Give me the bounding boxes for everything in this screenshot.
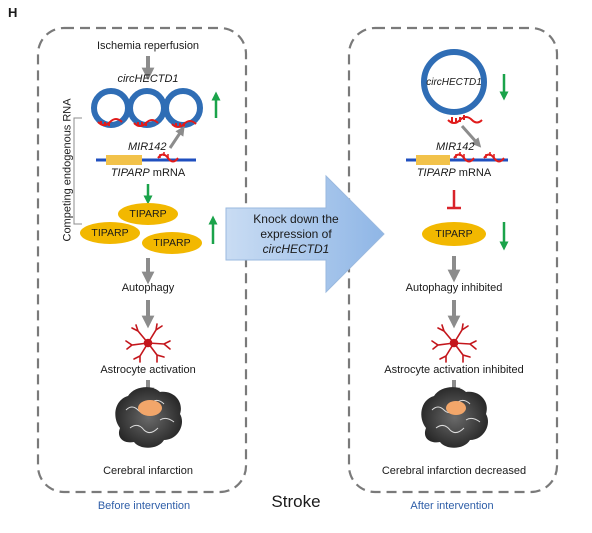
tiparp-mrna-label-right: TIPARP mRNA bbox=[417, 167, 491, 180]
astrocyte-icon-left bbox=[125, 323, 171, 363]
arrow-mir-to-mrna bbox=[460, 125, 482, 148]
astrocyte-activation-inhibited-label: Astrocyte activation inhibited bbox=[384, 364, 524, 376]
competing-endogenous-rna-label: Competing endogenous RNA bbox=[61, 98, 74, 242]
ischemia-reperfusion-label: Ischemia reperfusion bbox=[96, 40, 200, 52]
circhectd1-label-right: circHECTD1 bbox=[426, 77, 482, 88]
knockdown-arrow bbox=[225, 174, 385, 294]
mirna-free-right bbox=[447, 115, 483, 124]
right-panel-border bbox=[347, 26, 559, 494]
tiparp-protein-label-3: TIPARP bbox=[153, 237, 191, 249]
panel-label: H bbox=[8, 5, 18, 20]
knockdown-line-2: expression of bbox=[260, 227, 332, 241]
tiparp-mrna-gene-left: TIPARP bbox=[110, 167, 150, 179]
knockdown-line-3: circHECTD1 bbox=[262, 242, 330, 256]
tiparp-mrna-gene-right: TIPARP bbox=[416, 167, 456, 179]
tiparp-mrna-right bbox=[406, 152, 508, 165]
brain-icon-left bbox=[115, 387, 183, 448]
circhectd1-label-left: circHECTD1 bbox=[117, 73, 179, 85]
knockdown-line-1: Knock down the bbox=[253, 212, 339, 226]
autophagy-inhibited-label: Autophagy inhibited bbox=[405, 282, 503, 294]
tiparp-protein-label-right: TIPARP bbox=[435, 228, 473, 240]
cerebral-infarction-label-left: Cerebral infarction bbox=[103, 465, 193, 477]
cerna-bracket bbox=[73, 117, 82, 225]
cerebral-infarction-decreased-label: Cerebral infarction decreased bbox=[381, 465, 527, 477]
tiparp-mrna-suffix-left: mRNA bbox=[149, 167, 186, 179]
astrocyte-activation-label-left: Astrocyte activation bbox=[100, 364, 196, 376]
after-intervention-caption: After intervention bbox=[410, 500, 494, 512]
brain-icon-right bbox=[421, 387, 489, 448]
tiparp-proteins-left bbox=[80, 203, 202, 254]
inhibition-bar bbox=[447, 190, 461, 210]
tiparp-protein-label-1: TIPARP bbox=[129, 208, 167, 220]
mir142-label-right: MIR142 bbox=[436, 141, 475, 153]
autophagy-label-left: Autophagy bbox=[121, 282, 175, 294]
tiparp-mrna-label-left: TIPARP mRNA bbox=[111, 167, 185, 180]
knockdown-text: Knock down the expression of circHECTD1 bbox=[236, 212, 356, 257]
before-intervention-caption: Before intervention bbox=[97, 500, 191, 512]
tiparp-protein-label-2: TIPARP bbox=[91, 227, 129, 239]
circrna-ring-right bbox=[421, 49, 487, 115]
mir142-label-left: MIR142 bbox=[128, 141, 167, 153]
stroke-label: Stroke bbox=[271, 492, 321, 511]
tiparp-mrna-suffix-right: mRNA bbox=[455, 167, 492, 179]
astrocyte-icon-right bbox=[431, 323, 477, 363]
arrow-mir-to-circ bbox=[168, 126, 185, 149]
tiparp-protein-right bbox=[422, 222, 486, 246]
tiparp-mrna-left bbox=[96, 152, 196, 165]
circrna-rings-left bbox=[91, 88, 203, 128]
